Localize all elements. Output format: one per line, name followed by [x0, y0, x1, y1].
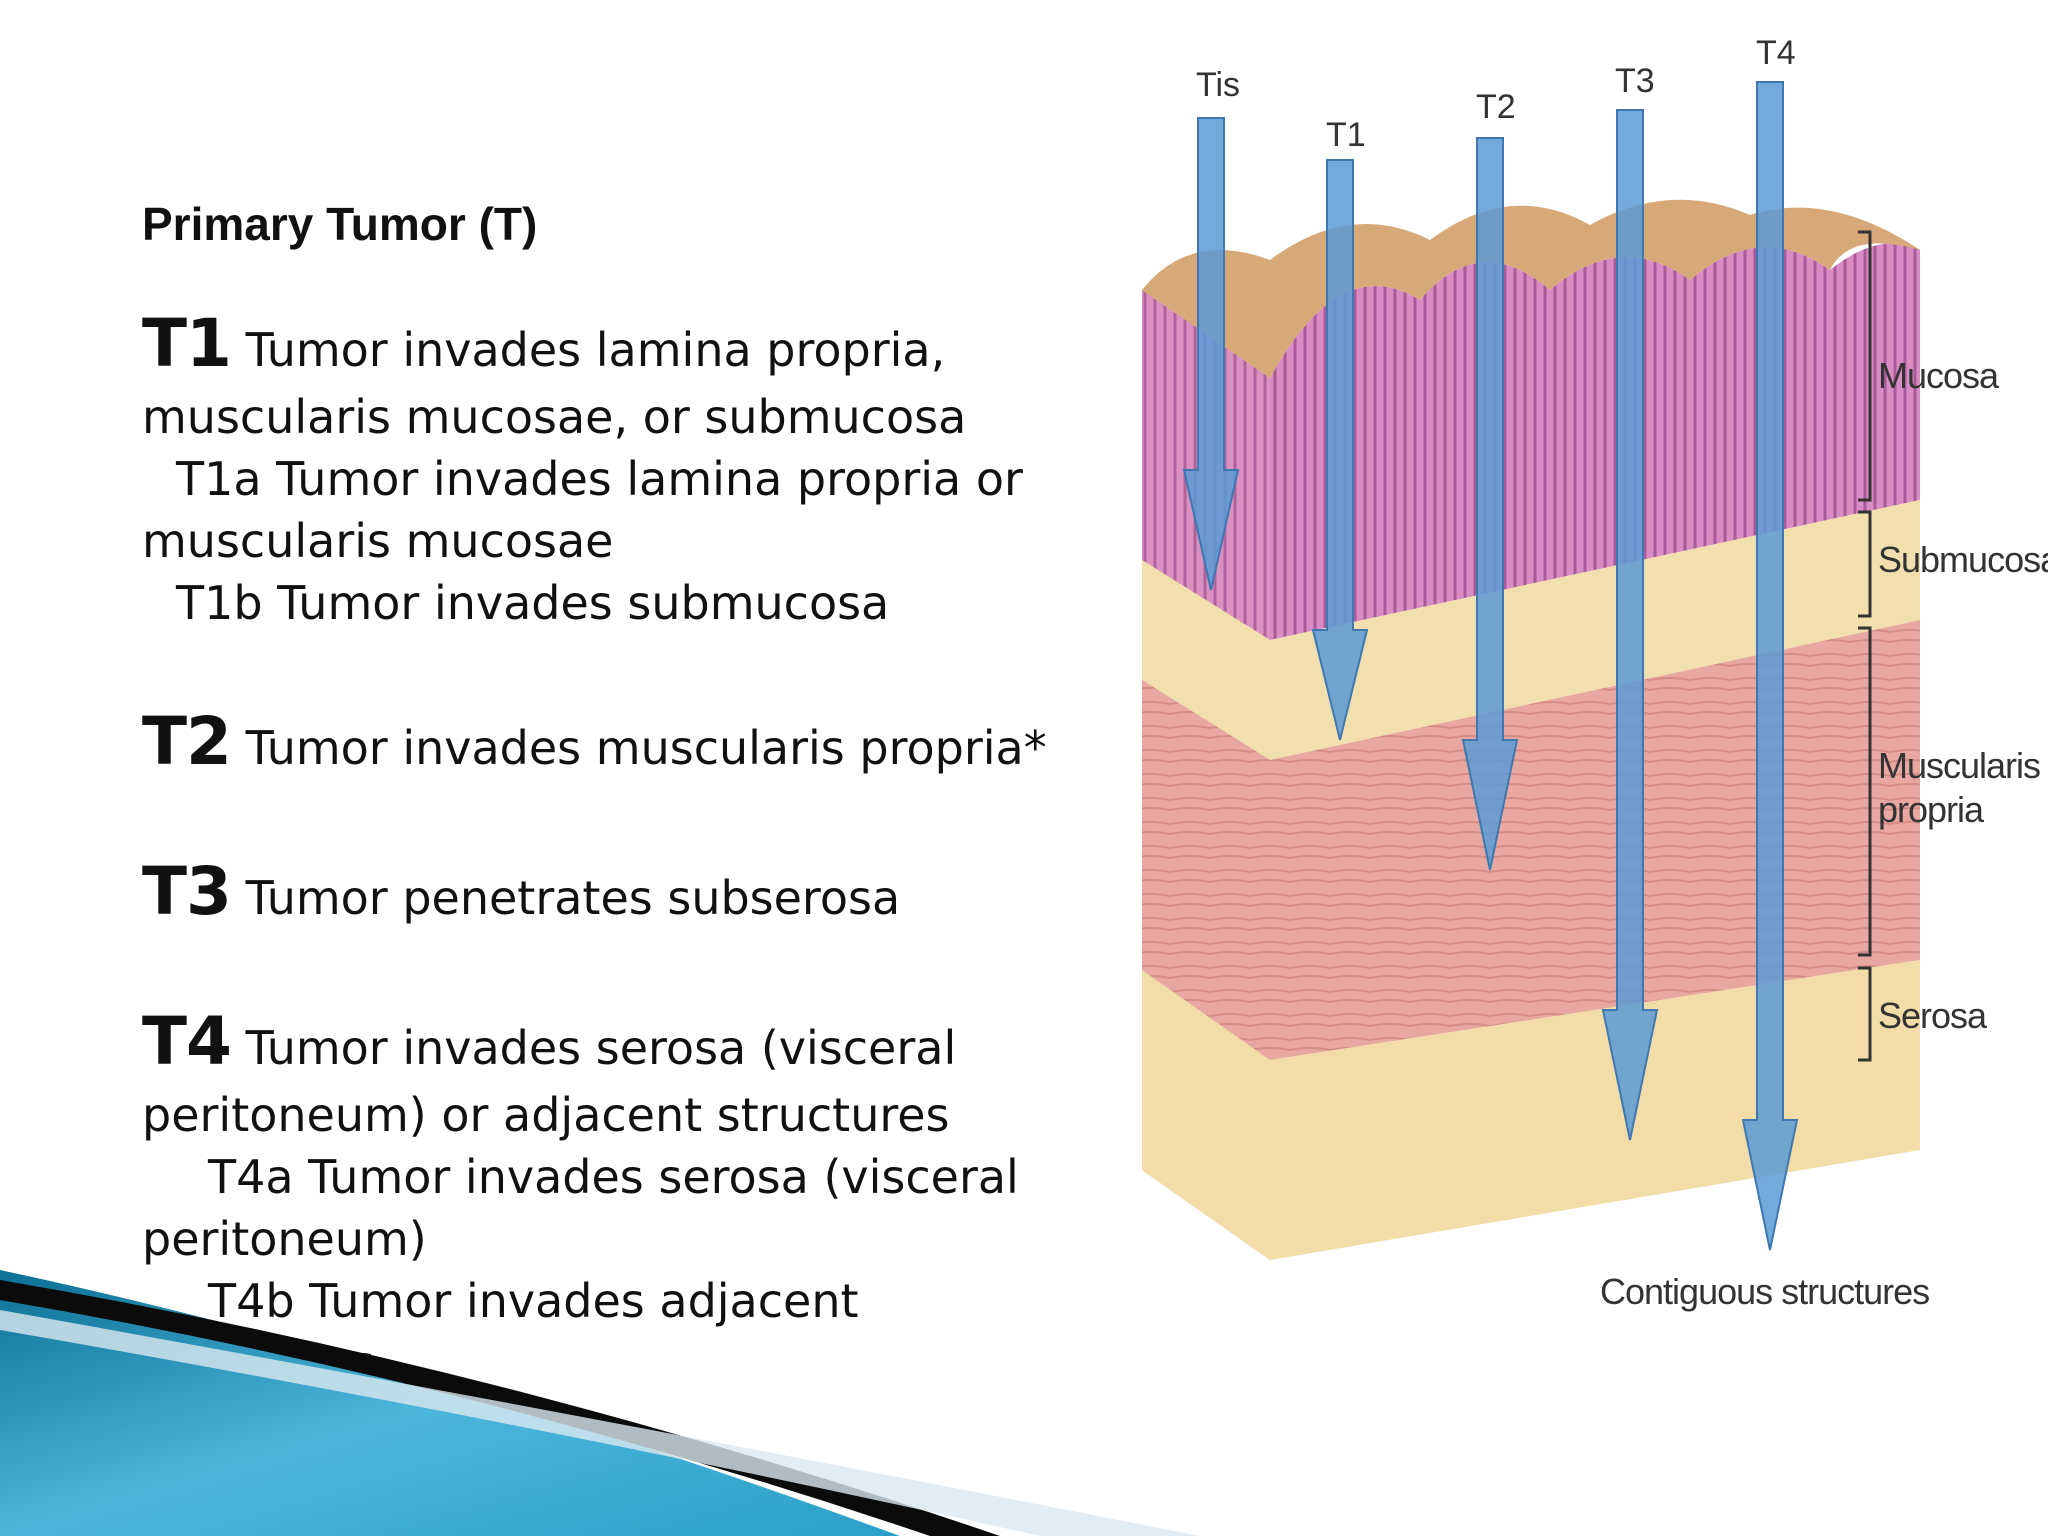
- layer-label-propria: propria: [1878, 789, 1985, 830]
- stage-t1: T1 Tumor invades lamina propria,: [142, 308, 1132, 386]
- layer-brackets: [1858, 230, 1872, 1062]
- layer-label-serosa: Serosa: [1878, 995, 1988, 1036]
- arrow-t3: [1601, 109, 1659, 1141]
- arrow-label-tis: Tis: [1196, 66, 1240, 104]
- stage-text: Tumor invades lamina propria,: [245, 323, 946, 377]
- arrow-t1: [1311, 159, 1369, 741]
- stage-text: Tumor penetrates subserosa: [245, 871, 901, 925]
- gut-wall-diagram: Tis T1 T2 T3 T4 Mucosa Submucosa Muscula…: [1090, 0, 2048, 1360]
- stage-continuation: peritoneum) or adjacent structures: [142, 1088, 950, 1142]
- staging-text: Primary Tumor (T) T1 Tumor invades lamin…: [142, 196, 1132, 1394]
- stage-code: T2: [142, 703, 232, 780]
- arrow-label-t2: T2: [1476, 88, 1516, 126]
- slide-heading: Primary Tumor (T): [142, 198, 538, 250]
- stage-continuation: muscularis mucosae, or submucosa: [142, 390, 967, 444]
- arrow-tis: [1182, 117, 1240, 591]
- stage-code: T3: [142, 853, 232, 930]
- arrow-t4: [1741, 81, 1799, 1251]
- substage-t4a: T4a Tumor invades serosa (visceral: [208, 1150, 1019, 1204]
- stage-code: T4: [142, 1003, 232, 1080]
- layer-label-muscularis: Muscularis: [1878, 745, 2040, 786]
- invasion-arrows: [1182, 81, 1799, 1251]
- arrow-t2: [1461, 137, 1519, 871]
- stage-t3: T3 Tumor penetrates subserosa: [142, 856, 1132, 934]
- arrow-label-t3: T3: [1615, 62, 1655, 100]
- substage-t4b: T4b Tumor invades adjacent: [208, 1274, 859, 1328]
- decorative-swoosh: [0, 1270, 1200, 1536]
- stage-t2: T2 Tumor invades muscularis propria*: [142, 706, 1132, 784]
- arrow-label-t1: T1: [1326, 116, 1366, 154]
- stage-t4: T4 Tumor invades serosa (visceral: [142, 1006, 1132, 1084]
- substage-continuation: muscularis mucosae: [142, 514, 614, 568]
- stage-text: Tumor invades muscularis propria*: [245, 721, 1047, 775]
- contiguous-structures-label: Contiguous structures: [1600, 1271, 1929, 1312]
- stage-text: Tumor invades serosa (visceral: [245, 1021, 957, 1075]
- substage-t1a: T1a Tumor invades lamina propria or: [176, 452, 1023, 506]
- substage-t1b: T1b Tumor invades submucosa: [176, 576, 890, 630]
- substage-continuation: peritoneum): [142, 1212, 427, 1266]
- arrow-label-t4: T4: [1756, 34, 1796, 72]
- stage-code: T1: [142, 305, 232, 382]
- layer-label-mucosa: Mucosa: [1878, 355, 2000, 396]
- layer-label-submucosa: Submucosa: [1878, 539, 2048, 580]
- tissue-side-face: [1142, 290, 1270, 1260]
